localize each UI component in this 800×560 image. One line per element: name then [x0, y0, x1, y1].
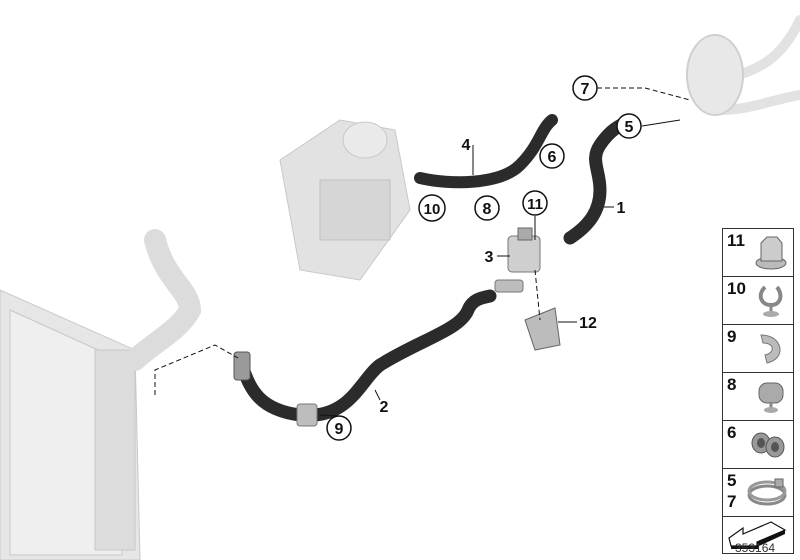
bracket-12: [524, 307, 561, 351]
callout-label: 5: [625, 119, 634, 136]
callout-12[interactable]: 12: [579, 315, 597, 332]
legend-label: 5: [727, 471, 737, 490]
callout-circled-5[interactable]: 5: [616, 113, 642, 139]
callout-3[interactable]: 3: [485, 249, 494, 266]
radiator: [0, 289, 141, 560]
legend-label: 8: [727, 375, 737, 394]
legend-item-arrow: [723, 517, 793, 553]
legend-label: 6: [727, 423, 737, 442]
hose-clip-9: [296, 403, 318, 427]
callout-circled-6[interactable]: 6: [539, 143, 565, 169]
callout-label: 10: [424, 201, 441, 218]
legend-label: 11: [727, 231, 745, 250]
legend-item-9[interactable]: 9: [723, 325, 793, 373]
hose-4: [414, 114, 558, 189]
hose-2: [235, 289, 497, 422]
hose-clamp-icon: [747, 478, 787, 506]
nut-icon: [755, 236, 787, 270]
callout-label: 9: [335, 421, 344, 438]
double-hose-clip-icon: [751, 432, 785, 458]
callout-4[interactable]: 4: [462, 137, 471, 154]
callout-label: 7: [581, 81, 590, 98]
callout-2[interactable]: 2: [380, 399, 389, 416]
hose-clip-with-pin-icon: [758, 382, 784, 413]
legend-item-6[interactable]: 6: [723, 421, 793, 469]
hose-1: [563, 115, 635, 245]
callout-label: 11: [527, 196, 543, 213]
callout-circled-9[interactable]: 9: [326, 415, 352, 441]
bulkhead-pipes: [686, 15, 800, 116]
legend-item-8[interactable]: 8: [723, 373, 793, 421]
legend-item-11[interactable]: 11: [723, 229, 793, 277]
callout-circled-7[interactable]: 7: [572, 75, 598, 101]
leader-lines: [154, 87, 691, 417]
bracket-icon: [760, 334, 781, 364]
callout-label: 8: [483, 201, 492, 218]
hose-clip-icon: [758, 285, 783, 317]
hose-end-fitting: [233, 351, 251, 381]
legend-item-10[interactable]: 10: [723, 277, 793, 325]
legend-label: 10: [727, 279, 746, 298]
auxiliary-heater: [279, 119, 411, 281]
callout-circled-11[interactable]: 11: [522, 190, 548, 216]
upper-radiator-hose: [124, 229, 202, 371]
document-number: 353164: [735, 541, 776, 555]
callout-1[interactable]: 1: [617, 200, 626, 217]
callout-label: 6: [548, 149, 557, 166]
valve-3: [494, 227, 541, 293]
arrow-down-left-icon: [728, 521, 787, 549]
callout-circled-10[interactable]: 10: [418, 194, 446, 222]
legend-label: 9: [727, 327, 737, 346]
legend-label: 7: [727, 492, 737, 511]
callout-circled-8[interactable]: 8: [474, 195, 500, 221]
